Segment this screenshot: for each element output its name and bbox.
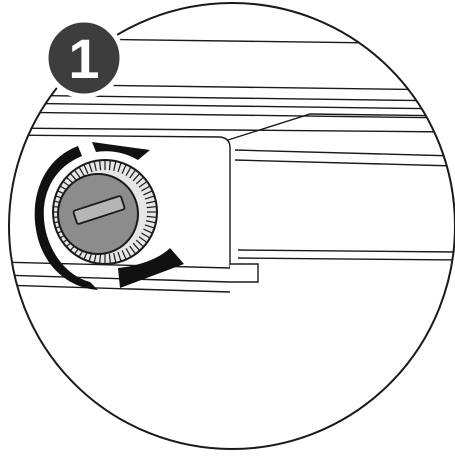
knurl-tick	[146, 205, 157, 209]
bracket-foot	[230, 263, 259, 283]
knurl-tick	[125, 248, 132, 258]
knurl-tick	[129, 169, 137, 179]
knurl-tick	[138, 180, 148, 188]
knurl-tick	[145, 200, 156, 204]
knurl-tick	[129, 245, 137, 255]
rotary-knob	[52, 159, 158, 265]
knurl-tick	[113, 252, 117, 263]
knurl-tick	[125, 166, 132, 176]
rail-edge-mid	[9, 102, 455, 110]
knurl-tick	[141, 232, 151, 239]
knurl-tick	[83, 164, 89, 174]
knurl-tick	[143, 228, 153, 234]
knurl-tick	[132, 172, 141, 182]
knob-slot	[72, 195, 126, 225]
knurl-tick	[98, 160, 102, 171]
bracket-bottom-edge	[9, 274, 231, 283]
lower-rail-bottom	[237, 257, 455, 261]
knurl-tick	[108, 253, 112, 264]
arrow-top-head	[92, 142, 150, 160]
bracket-top-edge	[227, 113, 455, 141]
step-badge-circle	[43, 17, 125, 99]
knurl-tick	[143, 190, 153, 196]
knurl-tick	[73, 169, 81, 179]
knurl-tick	[121, 164, 127, 174]
knurl-tick	[145, 220, 156, 224]
knurl-tick	[117, 251, 122, 262]
rail-edge-lower	[9, 127, 455, 133]
knurl-tick	[135, 176, 145, 185]
knurl-tick	[98, 253, 102, 264]
knurl-tick	[93, 161, 97, 172]
knurl-tick	[132, 242, 141, 252]
knurl-tick	[135, 239, 145, 248]
knurl-tick	[113, 161, 117, 172]
knurl-tick	[108, 160, 112, 171]
knurl-tick	[146, 215, 157, 219]
knurl-tick	[117, 162, 122, 173]
knurl-tick	[144, 195, 155, 200]
knurl-tick	[121, 250, 127, 260]
step-number: 1	[68, 27, 99, 90]
step-badge: 1	[43, 17, 125, 99]
bracket-inner-edge-2	[234, 159, 455, 167]
bracket-inner-edge	[234, 149, 455, 157]
knurl-tick	[78, 166, 85, 176]
lower-rail-top	[237, 249, 455, 253]
knurl-tick	[138, 236, 148, 244]
knurl-tick	[141, 185, 151, 192]
knurl-tick	[144, 224, 155, 229]
knurl-tick	[88, 162, 93, 173]
arrow-left-arc	[34, 146, 98, 290]
bracket-shadow-edge	[9, 284, 231, 293]
rotation-arrows	[34, 142, 184, 290]
arrow-bottom-head	[118, 248, 184, 288]
magnifier-outline	[8, 2, 455, 450]
rail-edge-mid-inner	[9, 111, 455, 119]
